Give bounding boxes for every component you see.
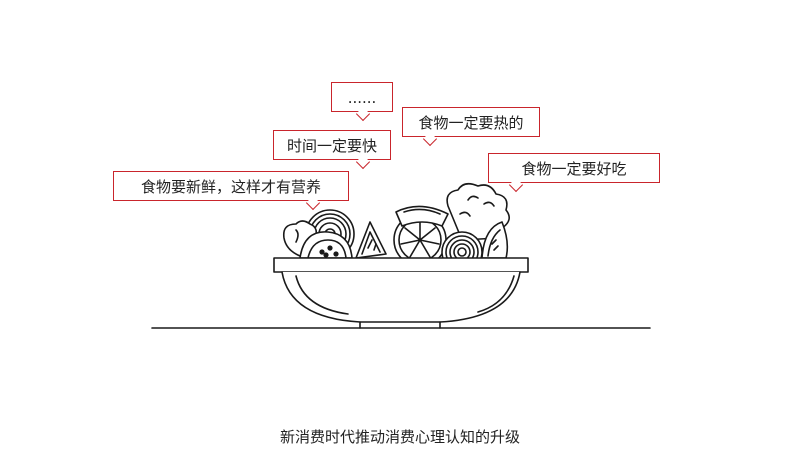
speech-bubble-ellipsis: ...... bbox=[331, 82, 393, 112]
citrus-wedge-icon bbox=[481, 221, 509, 259]
speech-bubble-tasty: 食物一定要好吃 bbox=[488, 153, 660, 183]
orange-wedge-icon bbox=[355, 221, 387, 259]
bowl-inner-line bbox=[295, 275, 349, 315]
bowl-rim bbox=[273, 257, 529, 273]
speech-bubble-fast: 时间一定要快 bbox=[273, 130, 391, 160]
tomato-slice-icon bbox=[299, 231, 353, 259]
bowl-body bbox=[281, 271, 521, 323]
speech-bubble-fresh: 食物要新鲜，这样才有营养 bbox=[113, 171, 349, 201]
speech-bubble-hot: 食物一定要热的 bbox=[402, 107, 540, 137]
radish-slice-icon bbox=[395, 205, 449, 227]
bowl-foot bbox=[359, 321, 441, 329]
caption: 新消费时代推动消费心理认知的升级 bbox=[279, 428, 520, 446]
bowl-inner-line-right bbox=[477, 275, 515, 313]
